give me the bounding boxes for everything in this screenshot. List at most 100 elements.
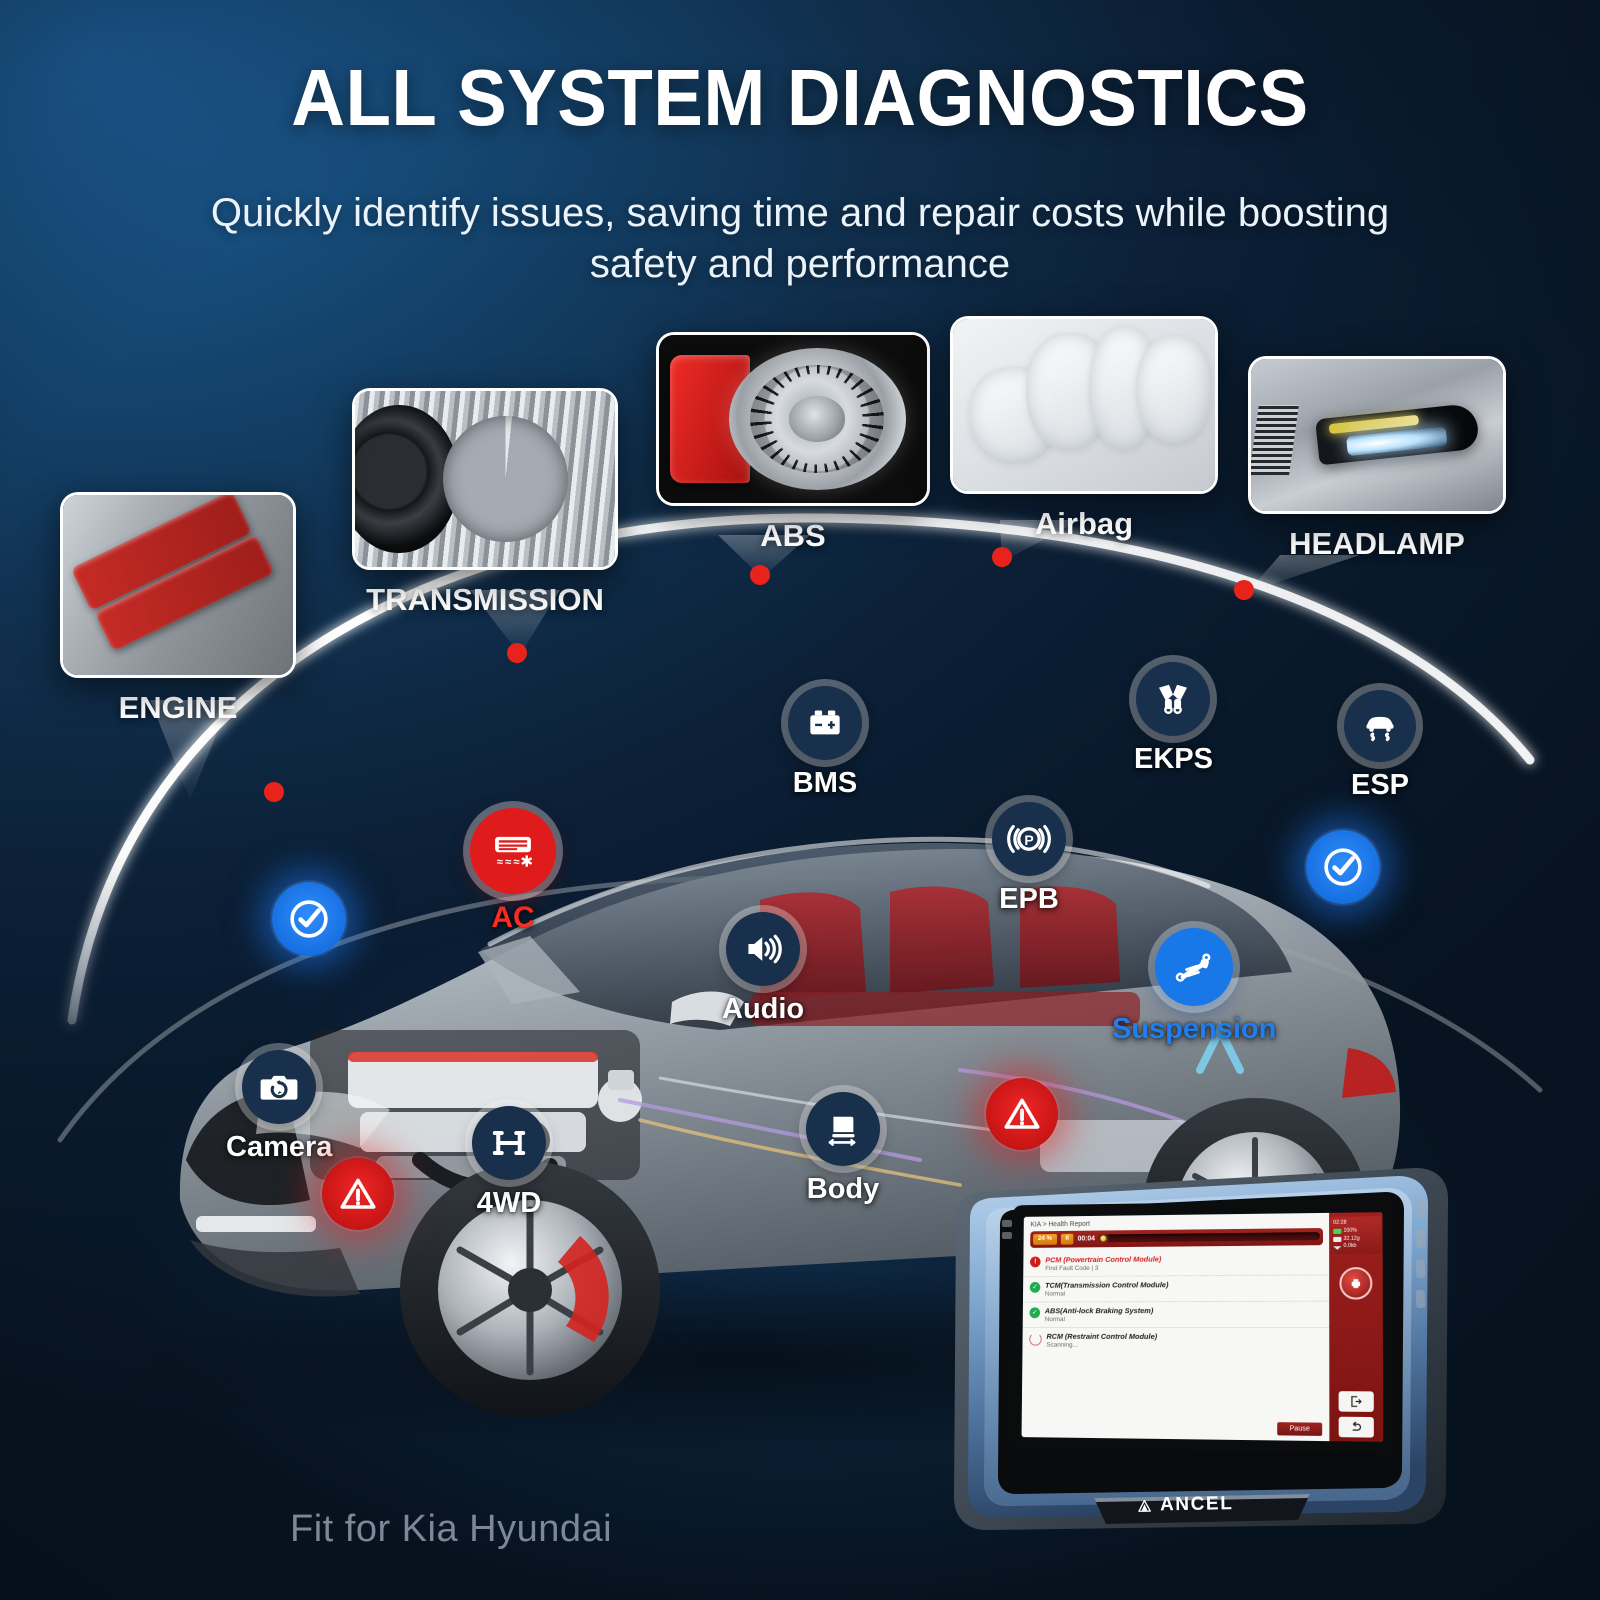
callout-card-transmission[interactable]: TRANSMISSION	[352, 388, 618, 618]
fit-note: Fit for Kia Hyundai	[290, 1508, 613, 1550]
callout-card-headlamp[interactable]: HEADLAMP	[1248, 356, 1506, 562]
hotspot-ekps[interactable]: EKPS	[1134, 662, 1213, 776]
skid-car-icon	[1344, 690, 1416, 762]
pause-button[interactable]: Pause	[1277, 1422, 1323, 1436]
hotspot-camera[interactable]: Camera	[226, 1050, 332, 1164]
record-print-button[interactable]	[1339, 1267, 1373, 1300]
table-row[interactable]: ✓ ABS(Anti-lock Braking System) Normal	[1022, 1301, 1330, 1328]
hotspot-label-esp: ESP	[1350, 769, 1410, 801]
table-row[interactable]: ! PCM (Powertrain Control Module) Find F…	[1023, 1248, 1330, 1277]
callout-label-transmission: TRANSMISSION	[366, 582, 604, 617]
svg-text:≈: ≈	[513, 857, 519, 869]
back-button[interactable]	[1338, 1416, 1374, 1438]
car-door-icon	[806, 1092, 880, 1166]
table-row[interactable]: RCM (Restraint Control Module) Scanning.…	[1022, 1327, 1329, 1352]
parking-brake-icon: P	[992, 802, 1066, 876]
callout-card-engine[interactable]: ENGINE	[60, 492, 296, 726]
shock-absorber-icon	[1155, 928, 1234, 1006]
module-status: Find Fault Code | 3	[1045, 1264, 1099, 1272]
status-memory: 32.12g	[1343, 1235, 1360, 1242]
exit-button[interactable]	[1338, 1391, 1374, 1412]
hotspot-ac[interactable]: ≈≈≈ AC	[470, 808, 556, 935]
transmission-photo	[352, 388, 618, 570]
airbag-photo	[950, 316, 1218, 494]
brand-plate: ANCEL	[1136, 1493, 1234, 1517]
status-badge-warn-front[interactable]	[322, 1158, 394, 1230]
engine-photo	[60, 492, 296, 678]
hotspot-epb[interactable]: P EPB	[992, 802, 1066, 916]
hotspot-label-bms: BMS	[792, 767, 858, 799]
error-icon: !	[1029, 1256, 1041, 1267]
warning-triangle-icon	[1004, 1098, 1040, 1129]
callout-label-engine: ENGINE	[118, 690, 238, 725]
svg-text:≈: ≈	[505, 857, 511, 869]
check-circle-icon	[290, 900, 328, 938]
status-battery: 100%	[1343, 1227, 1358, 1234]
status-network: 0.0kb	[1343, 1243, 1357, 1250]
camera-icon	[242, 1050, 317, 1124]
hotspot-audio[interactable]: Audio	[722, 912, 804, 1026]
hotspot-label-body: Body	[806, 1173, 880, 1205]
hotspot-label-audio: Audio	[722, 993, 805, 1025]
page-subtitle: Quickly identify issues, saving time and…	[0, 188, 1600, 290]
subtitle-line-1: Quickly identify issues, saving time and…	[210, 191, 1390, 235]
page-title: ALL SYSTEM DIAGNOSTICS	[291, 53, 1309, 142]
exit-arrow-icon	[1349, 1394, 1364, 1408]
check-circle-icon	[1324, 848, 1362, 886]
hotspot-label-ekps: EKPS	[1134, 743, 1213, 775]
headlamp-photo	[1248, 356, 1506, 514]
spinner-icon	[1029, 1332, 1042, 1346]
progress-dot	[1100, 1235, 1107, 1242]
hotspot-bms[interactable]: BMS	[788, 686, 862, 800]
check-icon: ✓	[1029, 1281, 1041, 1293]
screen-side-rail: 02:28 100% 32.12g 0.0kb	[1329, 1212, 1384, 1442]
back-arrow-icon	[1349, 1420, 1364, 1435]
hotspot-label-epb: EPB	[999, 883, 1059, 915]
svg-text:P: P	[1024, 832, 1033, 848]
callout-label-headlamp: HEADLAMP	[1289, 526, 1465, 561]
ancel-triangle-logo	[1138, 1499, 1151, 1512]
module-status: Normal	[1044, 1290, 1066, 1298]
hotspot-4wd[interactable]: 4WD	[472, 1106, 546, 1220]
car-interior-seats	[750, 886, 1140, 1026]
brand-name: ANCEL	[1159, 1493, 1234, 1516]
ancel-diagnostic-tablet[interactable]: KIA > Health Report 24 % II 00:04 ! PCM …	[946, 1158, 1458, 1548]
callout-card-airbag[interactable]: Airbag	[950, 316, 1218, 542]
progress-elapsed: 00:04	[1077, 1235, 1095, 1243]
front-wheel	[400, 1162, 660, 1418]
hotspot-body[interactable]: Body	[806, 1092, 880, 1206]
hotspot-label-ac: AC	[491, 901, 535, 934]
fuel-pump-icon	[1136, 662, 1211, 736]
scan-progress-bar: 24 % II 00:04	[1030, 1228, 1324, 1248]
hotspot-label-suspension: Suspension	[1112, 1013, 1277, 1045]
callout-label-abs: ABS	[760, 518, 826, 553]
callout-label-airbag: Airbag	[1034, 506, 1134, 541]
battery-icon	[1333, 1229, 1342, 1235]
four-wheel-drive-icon	[472, 1106, 546, 1180]
status-badge-warn-side[interactable]	[986, 1078, 1058, 1150]
module-name: ABS(Anti-lock Braking System)	[1044, 1305, 1154, 1315]
progress-pause-glyph[interactable]: II	[1060, 1233, 1074, 1245]
module-name: TCM(Transmission Control Module)	[1045, 1279, 1169, 1290]
brake-disc-photo	[656, 332, 930, 506]
memory-icon	[1333, 1236, 1342, 1243]
hotspot-label-camera: Camera	[226, 1131, 333, 1163]
subtitle-line-2: safety and performance	[589, 242, 1011, 287]
module-status: Scanning...	[1046, 1341, 1078, 1349]
record-print-icon	[1351, 1279, 1361, 1289]
svg-text:≈: ≈	[497, 857, 503, 869]
screen-footer: Pause	[1022, 1414, 1330, 1441]
warning-triangle-icon	[340, 1178, 376, 1209]
status-badge-ok-left[interactable]	[272, 882, 346, 956]
battery-icon	[788, 686, 862, 760]
table-row[interactable]: ✓ TCM(Transmission Control Module) Norma…	[1022, 1274, 1330, 1303]
progress-track	[1098, 1232, 1320, 1243]
hotspot-esp[interactable]: ESP	[1344, 690, 1416, 802]
progress-percent: 24 %	[1033, 1233, 1057, 1245]
tablet-screen[interactable]: KIA > Health Report 24 % II 00:04 ! PCM …	[1021, 1212, 1384, 1442]
hotspot-suspension[interactable]: Suspension	[1112, 928, 1276, 1046]
module-name: PCM (Powertrain Control Module)	[1045, 1254, 1162, 1264]
callout-card-abs[interactable]: ABS	[656, 332, 930, 554]
status-badge-ok-right[interactable]	[1306, 830, 1380, 904]
